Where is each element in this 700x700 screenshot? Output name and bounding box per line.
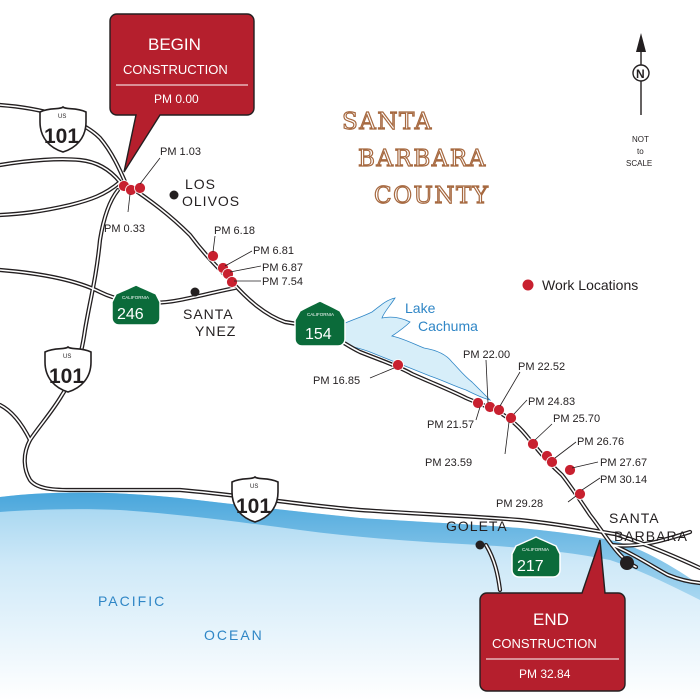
work-location-marker	[134, 182, 146, 194]
ocean-label-2: OCEAN	[204, 627, 264, 643]
santa-ynez-dot	[190, 287, 200, 297]
shield-california-label: CALIFORNIA	[307, 312, 334, 317]
postmile-leaders	[127, 157, 601, 503]
santa-barbara-label-1: SANTA	[609, 510, 660, 526]
shield-california-label: CALIFORNIA	[122, 295, 149, 300]
postmile-label: PM 21.57	[427, 419, 474, 431]
not-to-scale-2: to	[637, 147, 644, 156]
los-olivos-label-2: OLIVOS	[182, 193, 240, 209]
santa-barbara-dot	[620, 556, 634, 570]
work-location-marker	[207, 250, 219, 262]
ocean-label-1: PACIFIC	[98, 593, 166, 609]
work-location-marker	[574, 488, 586, 500]
shield-number: 101	[44, 125, 79, 148]
postmile-label: PM 0.33	[104, 223, 145, 235]
goleta-dot	[475, 540, 485, 550]
shield-us-label: US	[250, 484, 258, 490]
ca-217-shield: CALIFORNIA 217	[511, 536, 561, 578]
north-arrow: N NOT to SCALE	[626, 33, 652, 168]
postmile-label: PM 22.52	[518, 361, 565, 373]
begin-title: BEGIN	[148, 35, 201, 54]
shield-number: 101	[236, 495, 271, 518]
shield-california-label: CALIFORNIA	[522, 547, 549, 552]
north-letter: N	[636, 67, 645, 81]
end-title: END	[533, 610, 569, 629]
county-label: SANTA BARBARA COUNTY	[341, 108, 490, 209]
not-to-scale-1: NOT	[632, 135, 649, 144]
postmile-label: PM 26.76	[577, 436, 624, 448]
legend: Work Locations	[522, 277, 638, 293]
county-line-1: SANTA	[342, 109, 433, 135]
begin-postmile: PM 0.00	[154, 92, 199, 106]
county-line-3: COUNTY	[374, 183, 490, 209]
goleta-label: GOLETA	[446, 518, 508, 534]
work-location-marker	[392, 359, 404, 371]
postmile-label: PM 7.54	[262, 276, 303, 288]
postmile-label: PM 6.18	[214, 225, 255, 237]
work-location-marker	[564, 464, 576, 476]
santa-ynez-label-2: YNEZ	[195, 323, 236, 339]
shield-number: 217	[517, 558, 544, 575]
santa-barbara-label-2: BARBARA	[614, 528, 688, 544]
ca-154-shield: CALIFORNIA 154	[294, 300, 346, 347]
ca-246-shield: CALIFORNIA 246	[111, 284, 161, 326]
postmile-label: PM 24.83	[528, 396, 575, 408]
legend-label: Work Locations	[542, 277, 638, 293]
lake-cachuma	[329, 297, 492, 401]
end-subtitle: CONSTRUCTION	[492, 636, 597, 651]
us-101-shield-south: US 101	[231, 475, 279, 523]
us-101-shield-central: US 101	[44, 345, 92, 393]
shield-number: 154	[305, 326, 332, 343]
lake-label-2: Cachuma	[418, 318, 478, 334]
work-location-marker	[505, 412, 517, 424]
postmile-label: PM 6.81	[253, 245, 294, 257]
work-location-markers	[118, 180, 586, 500]
santa-ynez-label-1: SANTA	[183, 306, 234, 322]
begin-subtitle: CONSTRUCTION	[123, 62, 228, 77]
postmile-label: PM 22.00	[463, 349, 510, 361]
postmile-label: PM 27.67	[600, 457, 647, 469]
us-101-shield-north: US 101	[39, 105, 87, 153]
north-arrow-head-icon	[636, 33, 646, 52]
postmile-label: PM 30.14	[600, 474, 647, 486]
shield-number: 246	[117, 306, 144, 323]
postmile-label: PM 16.85	[313, 375, 360, 387]
postmile-label: PM 1.03	[160, 146, 201, 158]
postmile-labels: PM 0.33 PM 1.03 PM 6.18 PM 6.81 PM 6.87 …	[104, 146, 647, 510]
not-to-scale-3: SCALE	[626, 159, 652, 168]
end-postmile: PM 32.84	[519, 667, 571, 681]
north-circle	[632, 64, 650, 82]
work-location-marker	[493, 404, 505, 416]
lake-label-1: Lake	[405, 300, 436, 316]
shield-number: 101	[49, 365, 84, 388]
shield-us-label: US	[58, 114, 66, 120]
shield-us-label: US	[63, 354, 71, 360]
postmile-label: PM 6.87	[262, 262, 303, 274]
work-location-marker	[472, 397, 484, 409]
los-olivos-dot	[169, 190, 179, 200]
county-line-2: BARBARA	[358, 146, 487, 172]
begin-construction-callout: BEGIN CONSTRUCTION PM 0.00	[109, 13, 255, 173]
postmile-label: PM 25.70	[553, 413, 600, 425]
work-location-marker	[527, 438, 539, 450]
work-location-marker	[226, 276, 238, 288]
los-olivos-label-1: LOS	[185, 176, 216, 192]
end-construction-callout: END CONSTRUCTION PM 32.84	[479, 539, 626, 692]
work-location-marker	[546, 456, 558, 468]
postmile-label: PM 29.28	[496, 498, 543, 510]
postmile-label: PM 23.59	[425, 457, 472, 469]
legend-marker	[522, 279, 534, 291]
